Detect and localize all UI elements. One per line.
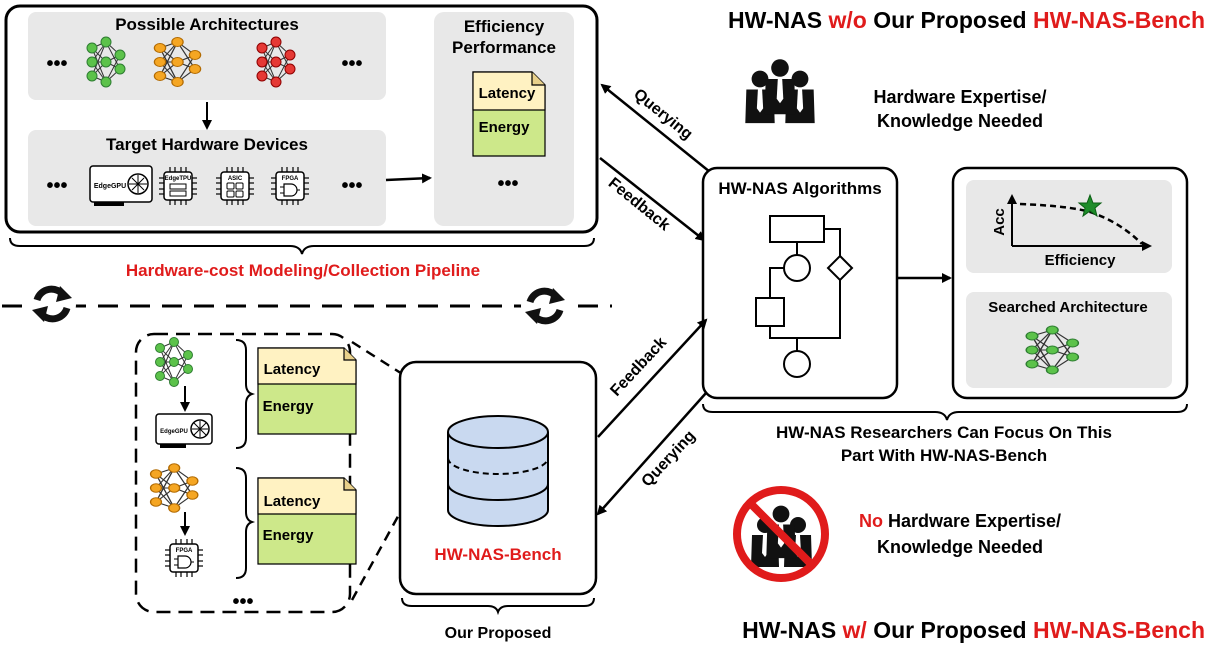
bench-brace (401, 597, 595, 616)
flowchart-icon (755, 215, 854, 378)
dataset-latency-1: Latency (264, 361, 321, 378)
dataset-fpga-icon: FPGA (164, 538, 204, 578)
star-icon (1077, 193, 1103, 218)
ellipsis-right-arch: ••• (341, 53, 362, 75)
experts-group-icon (745, 59, 815, 124)
no-experts-icon (733, 486, 829, 582)
svg-text:EdgeGPU: EdgeGPU (160, 429, 188, 435)
ellipsis-left-hw: ••• (46, 175, 67, 197)
asic-icon: ASIC (215, 166, 255, 206)
focus-brace (702, 403, 1188, 421)
querying-arrow-bottom (596, 392, 707, 516)
searched-architecture-title: Searched Architecture (988, 299, 1148, 316)
refresh-right-icon (521, 282, 569, 330)
feedback-arrow-top (599, 157, 706, 242)
energy-label: Energy (479, 119, 531, 136)
efficiency-title-line1: Efficiency (464, 17, 545, 36)
network-red-icon (256, 36, 296, 88)
focus-text-line2: Part With HW-NAS-Bench (841, 446, 1047, 465)
pareto-y-label: Acc (991, 208, 1008, 236)
focus-text-line1: HW-NAS Researchers Can Focus On This (776, 423, 1112, 442)
refresh-left-icon (28, 280, 76, 328)
svg-text:ASIC: ASIC (228, 176, 243, 182)
hardware-expertise-line2: Knowledge Needed (877, 111, 1043, 131)
dataset-document-1-icon (257, 347, 357, 435)
network-green-icon (86, 36, 126, 88)
dataset-brace-2 (235, 467, 256, 579)
svg-text:EdgeGPU: EdgeGPU (94, 183, 126, 190)
dataset-ellipsis: ••• (232, 591, 253, 613)
hardware-to-efficiency-arrow (385, 173, 432, 184)
dataset-brace-1 (235, 339, 256, 449)
fpga-icon: FPGA (270, 166, 310, 206)
querying-arrow-top (600, 83, 711, 173)
edgetpu-icon: EdgeTPU (158, 166, 198, 206)
hardware-expertise-line1: Hardware Expertise/ (873, 87, 1046, 107)
ellipsis-left-arch: ••• (46, 53, 67, 75)
pareto-x-label: Efficiency (1045, 252, 1117, 269)
latency-label: Latency (479, 85, 536, 102)
no-expertise-line1: No Hardware Expertise/ (859, 511, 1061, 531)
svg-text:EdgeTPU: EdgeTPU (165, 176, 192, 182)
pipeline-label: Hardware-cost Modeling/Collection Pipeli… (126, 261, 480, 280)
possible-architectures-title: Possible Architectures (115, 15, 299, 34)
edgegpu-icon: EdgeGPU (89, 165, 153, 206)
dataset-network-orange-icon (149, 463, 199, 513)
zoom-line-bottom (350, 439, 442, 601)
efficiency-title-line2: Performance (452, 38, 556, 57)
headline-top: HW-NAS w/o Our Proposed HW-NAS-Bench (728, 7, 1205, 33)
no-expertise-line2: Knowledge Needed (877, 537, 1043, 557)
searched-network-icon (1025, 325, 1080, 375)
hw-nas-algorithms-box (701, 166, 899, 400)
headline-bottom: HW-NAS w/ Our Proposed HW-NAS-Bench (742, 617, 1205, 643)
hw-nas-algorithms-title: HW-NAS Algorithms (718, 179, 881, 198)
database-icon (447, 415, 549, 527)
ellipsis-right-hw: ••• (341, 175, 362, 197)
pipeline-brace (9, 237, 595, 255)
our-proposed-label: Our Proposed (445, 625, 552, 642)
document-icon (472, 71, 546, 157)
dataset-edgegpu-icon: EdgeGPU (155, 413, 213, 448)
network-orange-icon (153, 37, 202, 87)
dataset-network-green-icon (155, 337, 193, 387)
bench-name: HW-NAS-Bench (434, 545, 561, 564)
dataset-document-2-icon (257, 477, 357, 565)
feedback-label-top: Feedback (605, 175, 673, 235)
pareto-curve (1019, 202, 1143, 245)
ellipsis-efficiency: ••• (497, 173, 518, 195)
svg-text:FPGA: FPGA (282, 176, 299, 182)
possible-architectures-panel (28, 12, 386, 100)
dataset-latency-2: Latency (264, 493, 321, 510)
svg-text:FPGA: FPGA (176, 548, 193, 554)
dataset-energy-2: Energy (263, 527, 315, 544)
dataset-energy-1: Energy (263, 398, 315, 415)
feedback-label-bottom: Feedback (607, 334, 670, 400)
feedback-arrow-bottom (597, 318, 708, 438)
target-hardware-title: Target Hardware Devices (106, 135, 308, 154)
pareto-plot-panel (966, 180, 1172, 273)
